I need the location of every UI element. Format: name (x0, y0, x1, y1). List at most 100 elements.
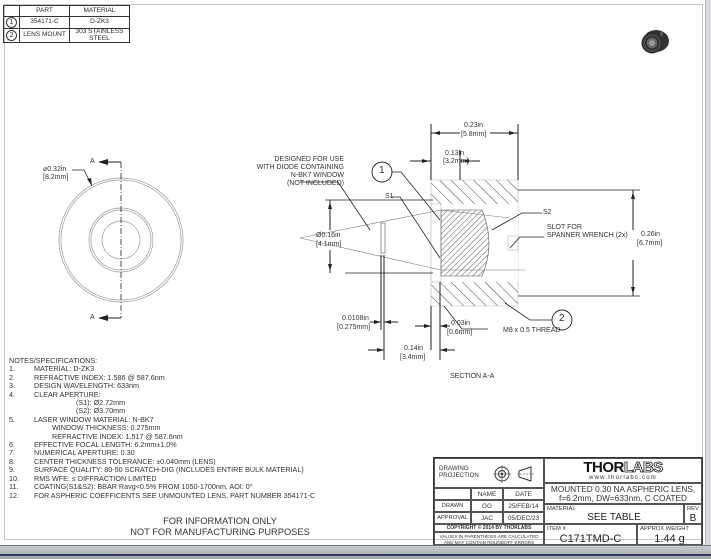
s2-label: S2 (543, 209, 552, 216)
date-header: DATE (503, 488, 544, 500)
note-text: REFRACTIVE INDEX: 1.517 @ 587.6nm (52, 431, 183, 441)
logo-cell: THORLABS www.thorlabs.com (544, 458, 702, 483)
note-number: 9. (9, 465, 15, 475)
name-header: NAME (471, 488, 503, 500)
dim-distance-in: 0.14in (404, 345, 424, 352)
note-number: 11. (9, 482, 19, 492)
title-block: DRAWING PROJECTION NAME DATE DRAWN GG 25… (433, 457, 703, 546)
viewer-bottom-bar (0, 545, 711, 559)
values-note-line: AND MAY CONTAIN ROUNDOFF ERRORS (443, 539, 535, 545)
header-part: PART (19, 5, 70, 17)
dim-gap-in: 0.03in (451, 320, 471, 327)
weight-label: APPROX WEIGHT (640, 526, 689, 532)
note-number: 8. (9, 456, 15, 466)
section-label-top: A (90, 158, 95, 165)
dim-height-in: 0.26in (641, 231, 661, 238)
note-item: 12. FOR ASPHERIC COEFFICENTS SEE UNMOUNTE… (9, 490, 316, 500)
dim-lens-mm: [3.2mm] (443, 158, 469, 165)
disclaimer-line: NOT FOR MANUFACTURING PURPOSES (130, 527, 310, 537)
projection-symbol-icon (493, 465, 535, 483)
note-number: 7. (9, 448, 15, 458)
callout-line: SPANNER WRENCH (2x) (547, 232, 628, 239)
note-text: EFFECTIVE FOCAL LENGTH: 6.2mm±1.0% (34, 440, 177, 450)
disclaimer: FOR INFORMATION ONLY NOT FOR MANUFACTURI… (120, 516, 320, 538)
note-text: WINDOW THICKNESS: 0.275mm (52, 423, 161, 433)
table-row: 1 354171-C D-ZK3 (3, 16, 130, 29)
logo-labs: LABS (623, 459, 663, 476)
dim-overall-mm: [5.8mm] (461, 131, 487, 138)
header-item (3, 5, 20, 17)
diameter-in-value: 0.32in (47, 166, 67, 173)
note-item: 5.LASER WINDOW MATERIAL: N-BK7 (9, 415, 315, 424)
item-balloon: 1 (6, 17, 17, 28)
dim-height-mm: [6.7mm] (637, 240, 663, 247)
note-item: 8.CENTER THICKNESS TOLERANCE: ±0.040mm (… (9, 456, 315, 466)
note-text: FOR ASPHERIC COEFFICENTS SEE UNMOUNTED L… (34, 490, 316, 500)
callout-line: (NOT INCLUDED) (286, 180, 344, 187)
description-line: f=6.2mm, DW=633nm, C COATED (558, 493, 688, 503)
website: www.thorlabs.com (589, 475, 657, 481)
note-text: REFRACTIVE INDEX: 1.586 @ 587.6nm (34, 372, 165, 382)
section-view (300, 124, 640, 360)
section-label-bottom: A (90, 314, 95, 321)
weight-value: 1.44 g (654, 533, 685, 545)
s1-label: S1 (385, 193, 394, 200)
material-value: SEE TABLE (587, 512, 641, 523)
section-title: SECTION A-A (450, 373, 495, 380)
part-cell: LENS MOUNT (19, 28, 70, 43)
copyright: COPYRIGHT © 2014 BY THORLABS (434, 524, 544, 532)
note-text: (S1): Ø2.72mm (76, 398, 126, 408)
diameter-mm: [8.2mm] (43, 174, 69, 181)
note-number: 3. (9, 381, 15, 391)
note-item: 1.MATERIAL: D-ZK3 (9, 364, 315, 374)
window-callout: DESIGNED FOR USE WITH DIODE CONTAINING N… (254, 156, 344, 188)
dim-aperture-in: Ø0.16in (316, 232, 341, 239)
part-cell: 354171-C (19, 16, 70, 29)
note-text: RMS WFE: ≤ DIFFRACTION LIMITED (34, 473, 157, 483)
drawing-sheet: PART MATERIAL 1 354171-C D-ZK3 2 LENS MO… (0, 0, 706, 546)
note-item: 9. SURFACE QUALITY: 80-50 SCRATCH-DIG (IN… (9, 465, 315, 475)
note-number (9, 424, 34, 432)
item-balloon: 2 (6, 30, 17, 41)
item-cell: ITEM # C171TMD-C (544, 524, 637, 545)
callout-line: N-BK7 WINDOW (290, 172, 344, 179)
parts-table: PART MATERIAL 1 354171-C D-ZK3 2 LENS MO… (3, 5, 130, 43)
material-label: MATERIAL (547, 506, 576, 512)
note-text: (S2): Ø3.70mm (76, 406, 126, 416)
material-line: 303 STAINLESS (75, 28, 124, 35)
dim-aperture-mm: [4.1mm] (316, 241, 342, 248)
description-line: MOUNTED 0.30 NA ASPHERIC LENS, (550, 484, 696, 494)
note-text: MATERIAL: D-ZK3 (34, 364, 95, 374)
material-line: STEEL (89, 34, 110, 42)
callout-line: SLOT FOR (547, 224, 582, 231)
note-item: 3. DESIGN WAVELENGTH: 633nm (9, 381, 315, 391)
parts-table-header: PART MATERIAL (3, 5, 130, 17)
approval-date: 05/DEC/23 (503, 512, 544, 524)
thorlabs-logo: THORLABS (545, 459, 701, 476)
note-item: 11.COATING(S1&S2): BBAR Ravg<0.5% FROM 1… (9, 482, 315, 492)
diameter-in: ⌀0.32in (43, 166, 67, 173)
disclaimer-line: FOR INFORMATION ONLY (163, 516, 277, 526)
drawn-name: GG (471, 500, 503, 512)
rev-cell: REV B (684, 504, 702, 524)
balloon-2: 2 (559, 313, 565, 324)
note-text: SURFACE QUALITY: 80-50 SCRATCH-DIG (INCL… (34, 465, 304, 475)
note-item: WINDOW THICKNESS: 0.275mm (9, 423, 315, 433)
dim-window-mm: [0.275mm] (337, 324, 371, 331)
note-number: 6. (9, 440, 15, 450)
drawn-label: DRAWN (434, 500, 471, 512)
slot-callout: SLOT FOR SPANNER WRENCH (2x) (547, 224, 628, 240)
notes-heading: NOTES/SPECIFICATIONS: (9, 356, 98, 365)
note-text: DESIGN WAVELENGTH: 633nm (34, 381, 140, 391)
note-item: (S2): Ø3.70mm (9, 406, 315, 416)
material-cell: MATERIAL SEE TABLE (544, 504, 684, 524)
description-cell: MOUNTED 0.30 NA ASPHERIC LENS, f=6.2mm, … (544, 483, 702, 504)
rev-value: B (689, 513, 697, 524)
approval-label: APPROVAL (434, 512, 471, 524)
note-number: 12. (9, 490, 19, 500)
note-item: 2.REFRACTIVE INDEX: 1.586 @ 587.6nm (9, 372, 315, 382)
material-cell: D-ZK3 (69, 16, 130, 29)
